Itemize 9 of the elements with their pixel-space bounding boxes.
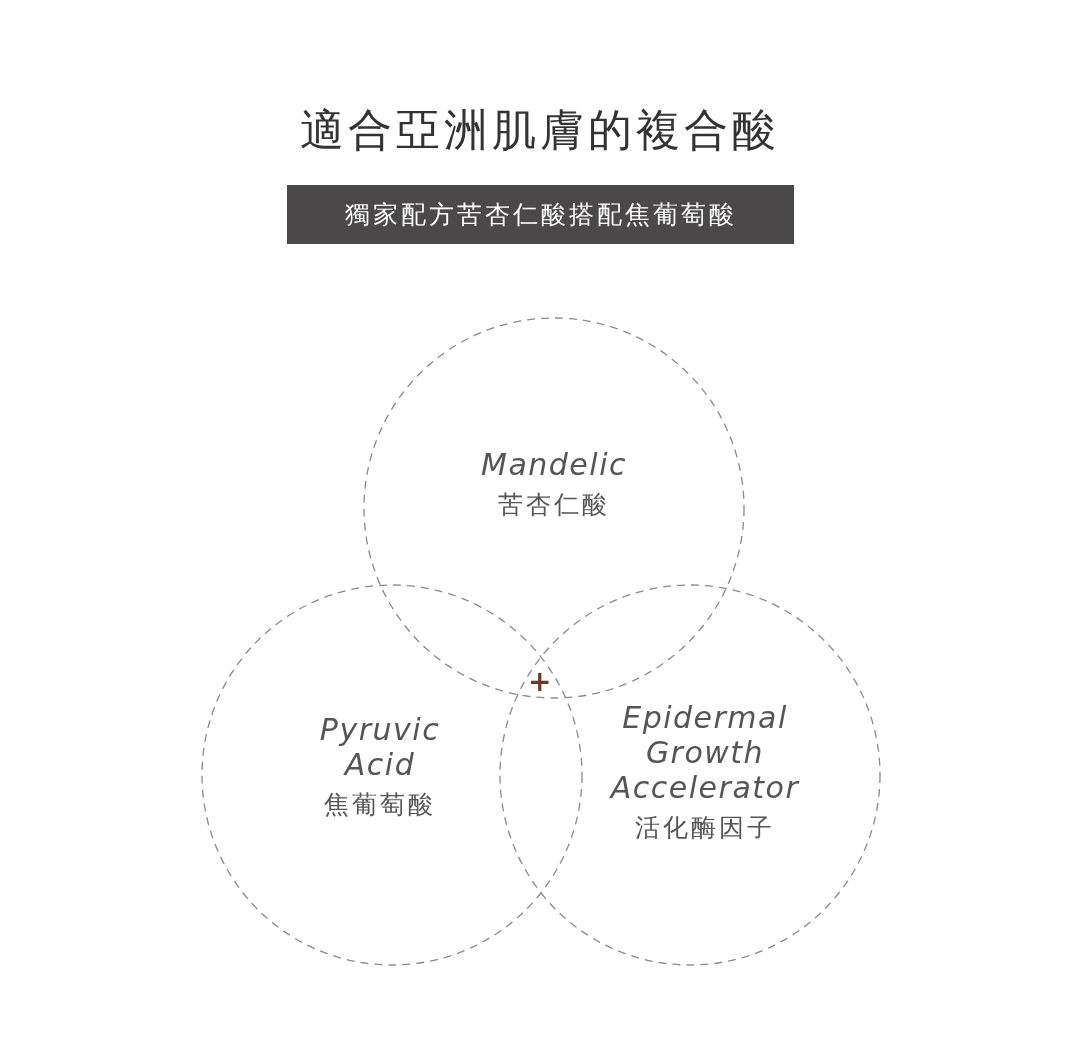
chinese-name: 焦葡萄酸 bbox=[324, 789, 436, 821]
chinese-name: 苦杏仁酸 bbox=[498, 489, 610, 521]
subtitle-band: 獨家配方苦杏仁酸搭配焦葡萄酸 bbox=[287, 185, 794, 244]
chinese-name: 活化酶因子 bbox=[635, 812, 775, 844]
acid-name: Pyruvic Acid bbox=[318, 712, 442, 782]
acid-name: Mandelic bbox=[481, 447, 627, 482]
title: 適合亞洲肌膚的複合酸 bbox=[299, 103, 781, 157]
plus-sign: + bbox=[528, 667, 552, 697]
acid-name: Epidermal Growth Accelerator bbox=[608, 700, 801, 805]
